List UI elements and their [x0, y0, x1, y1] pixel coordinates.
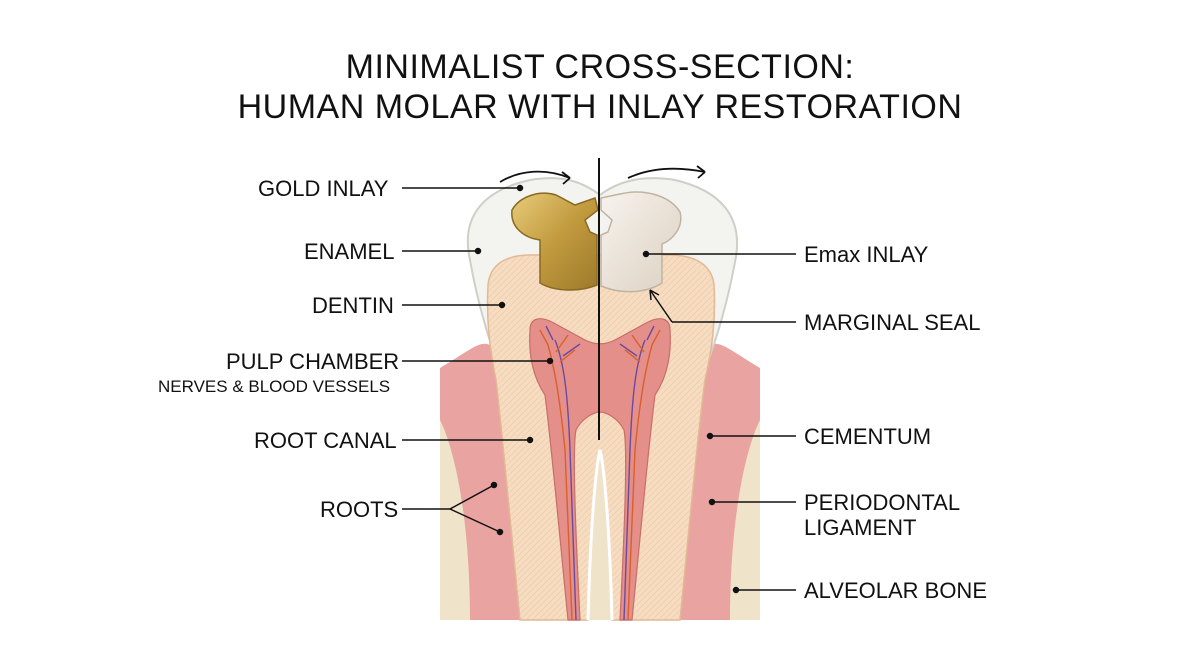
label-periodontal-ligament-line1: PERIODONTAL [804, 490, 961, 515]
label-enamel: ENAMEL [304, 239, 395, 264]
leader-lines-left [402, 184, 554, 536]
pulp-chamber [529, 318, 671, 621]
label-cementum: CEMENTUM [804, 424, 932, 449]
label-roots: ROOTS [320, 497, 399, 522]
nerves-and-vessels [539, 325, 661, 621]
label-emax-inlay: Emax INLAY [804, 242, 929, 267]
emax-inlay [600, 191, 682, 293]
label-marginal-seal: MARGINAL SEAL [804, 310, 981, 335]
title-line-2: HUMAN MOLAR WITH INLAY RESTORATION [237, 88, 963, 126]
curved-arrow-right [627, 167, 706, 179]
leader-lines-right [642, 250, 796, 594]
label-gold-inlay: GOLD INLAY [258, 176, 389, 201]
label-root-canal: ROOT CANAL [254, 428, 397, 453]
label-alveolar-bone: ALVEOLAR BONE [804, 578, 987, 603]
title-line-1: MINIMALIST CROSS-SECTION: [345, 48, 855, 86]
label-dentin: DENTIN [312, 293, 394, 318]
label-pulp-chamber: PULP CHAMBER [226, 349, 400, 374]
curved-arrow-left [499, 170, 571, 183]
gold-inlay [511, 192, 599, 291]
label-periodontal-ligament-line2: LIGAMENT [804, 515, 917, 540]
label-nerves-vessels: NERVES & BLOOD VESSELS [158, 377, 391, 396]
